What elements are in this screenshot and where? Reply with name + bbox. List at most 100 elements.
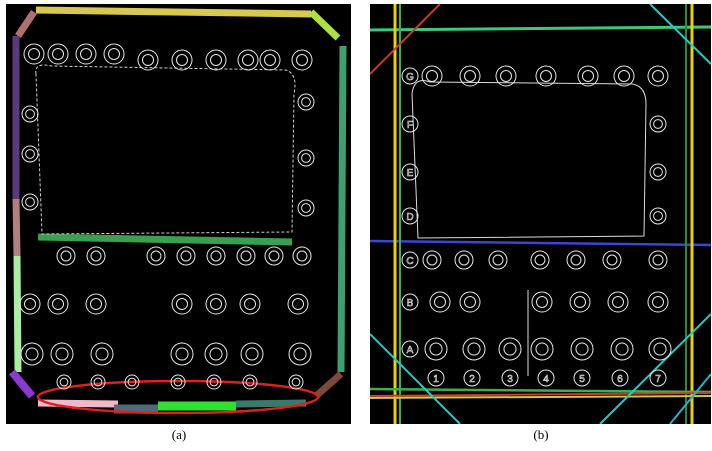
hole-outer-ring (288, 374, 304, 390)
hole-outer-ring (56, 374, 72, 390)
hole-inner-ring (95, 347, 109, 361)
hole-inner-ring (503, 342, 517, 356)
hole-outer-ring (602, 250, 622, 270)
hole-outer-ring (454, 250, 474, 270)
hole-inner-ring (467, 342, 481, 356)
hole-outer-ring (205, 49, 227, 71)
line-cyan-diagonal-top (649, 4, 711, 65)
hole-outer-ring (459, 65, 481, 87)
hole-outer-ring (103, 43, 125, 65)
hole-inner-ring (150, 250, 162, 262)
hole-outer-ring (171, 49, 193, 71)
hole-inner-ring (653, 119, 663, 129)
hole-inner-ring (492, 254, 504, 266)
hole-inner-ring (55, 347, 69, 361)
row-label-ring (401, 340, 419, 358)
hole-outer-ring (23, 43, 45, 65)
column-label-ring (537, 369, 555, 387)
hole-outer-ring (530, 250, 550, 270)
hole-inner-ring (618, 70, 630, 82)
hole-inner-ring (90, 298, 102, 310)
hole-outer-ring (647, 65, 669, 87)
hole-outer-ring (264, 246, 284, 266)
hole-inner-ring (180, 250, 192, 262)
line-cyan-diagonal-bottom-left (370, 333, 461, 424)
hole-inner-ring (500, 70, 512, 82)
hole-inner-ring (293, 347, 307, 361)
hole-outer-ring (171, 293, 193, 315)
hole-outer-ring (570, 337, 594, 361)
hole-inner-ring (245, 377, 255, 387)
edge-right (337, 45, 347, 373)
panel-a-contour-image (6, 4, 351, 424)
hole-outer-ring (90, 342, 114, 366)
hole-outer-ring (170, 374, 186, 390)
hole-inner-ring (301, 97, 311, 107)
hole-outer-ring (613, 65, 635, 87)
hole-inner-ring (296, 54, 308, 66)
edge-top-left-corner (15, 10, 37, 38)
hole-outer-ring (124, 374, 140, 390)
row-label: B (407, 298, 414, 309)
hole-outer-ring (647, 291, 669, 313)
hole-outer-ring (287, 293, 309, 315)
hole-inner-ring (574, 296, 586, 308)
hole-inner-ring (142, 54, 154, 66)
hole-outer-ring (242, 374, 258, 390)
hole-inner-ring (25, 109, 35, 119)
edge-bottom-teal (235, 399, 307, 408)
hole-outer-ring (648, 337, 672, 361)
column-label-ring (611, 369, 629, 387)
hole-outer-ring (607, 291, 629, 313)
hole-outer-ring (50, 342, 74, 366)
hole-inner-ring (426, 254, 438, 266)
line-red-diagonal-top (370, 4, 441, 75)
line-cyan-diagonal-right (669, 373, 711, 424)
hole-inner-ring (434, 296, 446, 308)
hole-inner-ring (25, 197, 35, 207)
line-blue-middle (370, 239, 711, 247)
hole-outer-ring (422, 250, 442, 270)
hole-inner-ring (93, 377, 103, 387)
hole-inner-ring (582, 70, 594, 82)
row-label-ring (401, 251, 419, 269)
hole-inner-ring (296, 250, 308, 262)
hole-inner-ring (127, 377, 137, 387)
hole-inner-ring (464, 70, 476, 82)
hole-inner-ring (244, 298, 256, 310)
hole-inner-ring (570, 254, 582, 266)
line-cyan-diagonal-bottom-right (599, 313, 711, 424)
hole-outer-ring (530, 337, 554, 361)
row-label: E (407, 168, 414, 179)
column-label: 7 (655, 374, 661, 385)
hole-contours (421, 65, 672, 361)
hole-inner-ring (25, 149, 35, 159)
hole-outer-ring (459, 291, 481, 313)
column-label-ring (501, 369, 519, 387)
line-red-bottom (370, 392, 711, 397)
hole-outer-ring (610, 337, 634, 361)
hole-outer-ring (288, 342, 312, 366)
hole-outer-ring (495, 65, 517, 87)
edge-top (35, 6, 312, 18)
hole-outer-ring (206, 374, 222, 390)
hole-outer-ring (236, 246, 256, 266)
edge-inner-horizontal (37, 233, 293, 246)
hole-outer-ring (297, 199, 315, 217)
hole-inner-ring (612, 296, 624, 308)
hole-inner-ring (291, 377, 301, 387)
display-window-contour (35, 64, 296, 235)
display-window-contour (411, 80, 647, 239)
hole-outer-ring (424, 337, 448, 361)
hole-outer-ring (649, 115, 667, 133)
hole-inner-ring (24, 298, 36, 310)
hole-inner-ring (175, 347, 189, 361)
hole-outer-ring (86, 246, 106, 266)
column-label: 6 (617, 374, 623, 385)
column-label: 5 (579, 374, 585, 385)
hole-inner-ring (429, 342, 443, 356)
hole-inner-ring (652, 70, 664, 82)
